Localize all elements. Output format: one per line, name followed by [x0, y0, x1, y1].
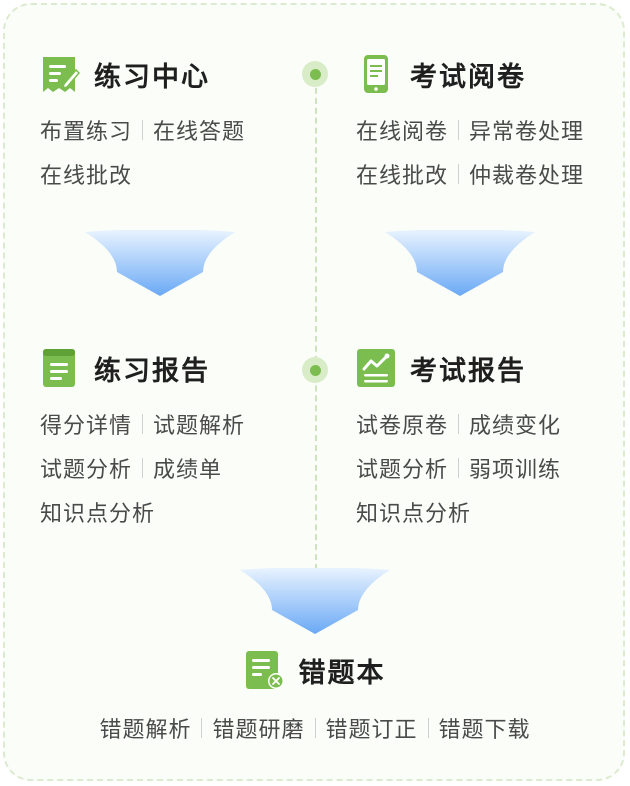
down-arrow-right — [385, 230, 535, 296]
feature-link[interactable]: 试题解析 — [153, 414, 246, 439]
feature-row: 试题分析 弱项训练 — [356, 446, 561, 490]
separator — [142, 120, 144, 140]
feature-link[interactable]: 弱项训练 — [469, 458, 562, 483]
exam-report-section: 考试报告 试卷原卷 成绩变化 试题分析 弱项训练 知识点分析 — [356, 348, 561, 534]
feature-link[interactable]: 仲裁卷处理 — [469, 164, 585, 189]
document-icon — [40, 348, 80, 388]
feature-row: 试卷原卷 成绩变化 — [356, 402, 561, 446]
mistake-book-section: 错题本 错题解析 错题研磨 错题订正 错题下载 — [0, 650, 630, 750]
section-title: 练习中心 — [94, 61, 210, 93]
feature-link[interactable]: 在线阅卷 — [356, 120, 449, 145]
down-arrow-left — [85, 230, 235, 296]
section-title: 考试报告 — [410, 355, 526, 387]
exam-marking-section: 考试阅卷 在线阅卷 异常卷处理 在线批改 仲裁卷处理 — [356, 54, 584, 196]
feature-link[interactable]: 错题订正 — [325, 718, 418, 743]
feature-link[interactable]: 在线答题 — [153, 120, 246, 145]
feature-row: 布置练习 在线答题 — [40, 108, 245, 152]
separator — [427, 718, 429, 738]
section-title: 练习报告 — [94, 355, 210, 387]
section-title: 错题本 — [298, 657, 386, 689]
separator — [458, 120, 460, 140]
feature-link[interactable]: 错题解析 — [99, 718, 192, 743]
section-title: 考试阅卷 — [410, 61, 526, 93]
feature-link[interactable]: 在线批改 — [40, 164, 133, 189]
feature-link[interactable]: 得分详情 — [40, 414, 133, 439]
feature-link[interactable]: 在线批改 — [356, 164, 449, 189]
feature-link[interactable]: 试卷原卷 — [356, 414, 449, 439]
feature-row: 在线阅卷 异常卷处理 — [356, 108, 584, 152]
practice-report-section: 练习报告 得分详情 试题解析 试题分析 成绩单 知识点分析 — [40, 348, 245, 534]
separator — [201, 718, 203, 738]
feature-row: 知识点分析 — [40, 490, 245, 534]
feature-link[interactable]: 试题分析 — [356, 458, 449, 483]
down-arrow-center — [240, 568, 390, 634]
outer-frame — [3, 3, 625, 781]
separator — [314, 718, 316, 738]
feature-link[interactable]: 错题下载 — [438, 718, 531, 743]
separator — [458, 164, 460, 184]
feature-link[interactable]: 知识点分析 — [356, 502, 472, 527]
separator — [142, 414, 144, 434]
feature-link[interactable]: 成绩变化 — [469, 414, 562, 439]
practice-center-section: 练习中心 布置练习 在线答题 在线批改 — [40, 54, 245, 196]
separator — [458, 458, 460, 478]
feature-row: 在线批改 仲裁卷处理 — [356, 152, 584, 196]
receipt-pen-icon — [40, 54, 80, 94]
document-close-icon — [245, 650, 285, 690]
feature-row: 试题分析 成绩单 — [40, 446, 245, 490]
feature-link[interactable]: 布置练习 — [40, 120, 133, 145]
feature-row: 知识点分析 — [356, 490, 561, 534]
feature-row: 错题解析 错题研磨 错题订正 错题下载 — [0, 706, 630, 750]
feature-link[interactable]: 知识点分析 — [40, 502, 156, 527]
feature-link[interactable]: 成绩单 — [153, 458, 223, 483]
timeline-dot-middle — [302, 357, 328, 383]
feature-row: 在线批改 — [40, 152, 245, 196]
line-chart-icon — [356, 348, 396, 388]
feature-link[interactable]: 异常卷处理 — [469, 120, 585, 145]
feature-link[interactable]: 错题研磨 — [212, 718, 305, 743]
mobile-phone-icon — [356, 54, 396, 94]
center-divider — [315, 78, 317, 570]
separator — [458, 414, 460, 434]
feature-link[interactable]: 试题分析 — [40, 458, 133, 483]
timeline-dot-top — [302, 61, 328, 87]
feature-row: 得分详情 试题解析 — [40, 402, 245, 446]
separator — [142, 458, 144, 478]
